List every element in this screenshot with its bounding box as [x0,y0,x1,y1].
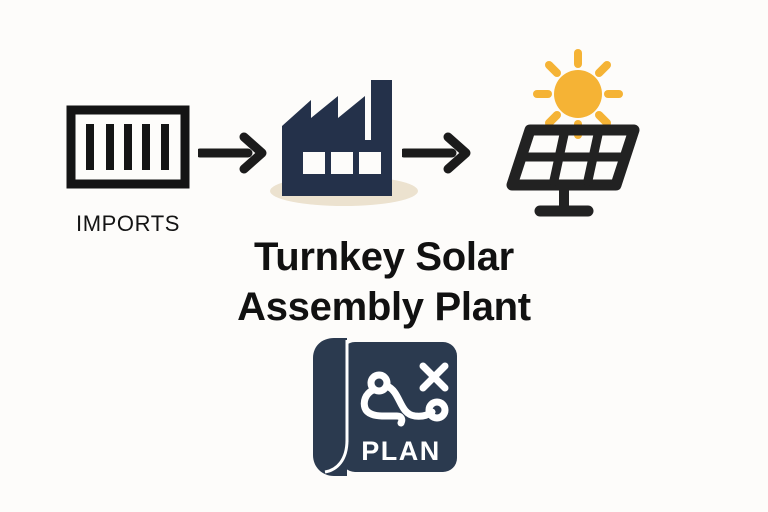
imports-label: IMPORTS [75,211,181,236]
panel-grid [506,124,640,191]
blueprint-plan-icon: PLAN [313,338,457,476]
process-flow-row: IMPORTS [62,40,657,237]
panel-stand [534,180,594,217]
arrow-right-icon [402,132,471,174]
node-factory [258,78,428,213]
title-line-1: Turnkey Solar [254,235,514,279]
arrow-right-icon [198,132,267,174]
plan-label: PLAN [361,436,441,466]
factory-icon [282,80,392,196]
node-imports: IMPORTS [62,105,194,237]
shipping-container-icon [66,105,190,189]
node-solar-panel [482,40,657,220]
plan-badge: PLAN [0,336,768,483]
solar-panel-icon [506,49,640,217]
page-title: Turnkey Solar Assembly Plant [0,232,768,332]
sun-icon [533,49,623,139]
title-line-2: Assembly Plant [237,285,531,329]
